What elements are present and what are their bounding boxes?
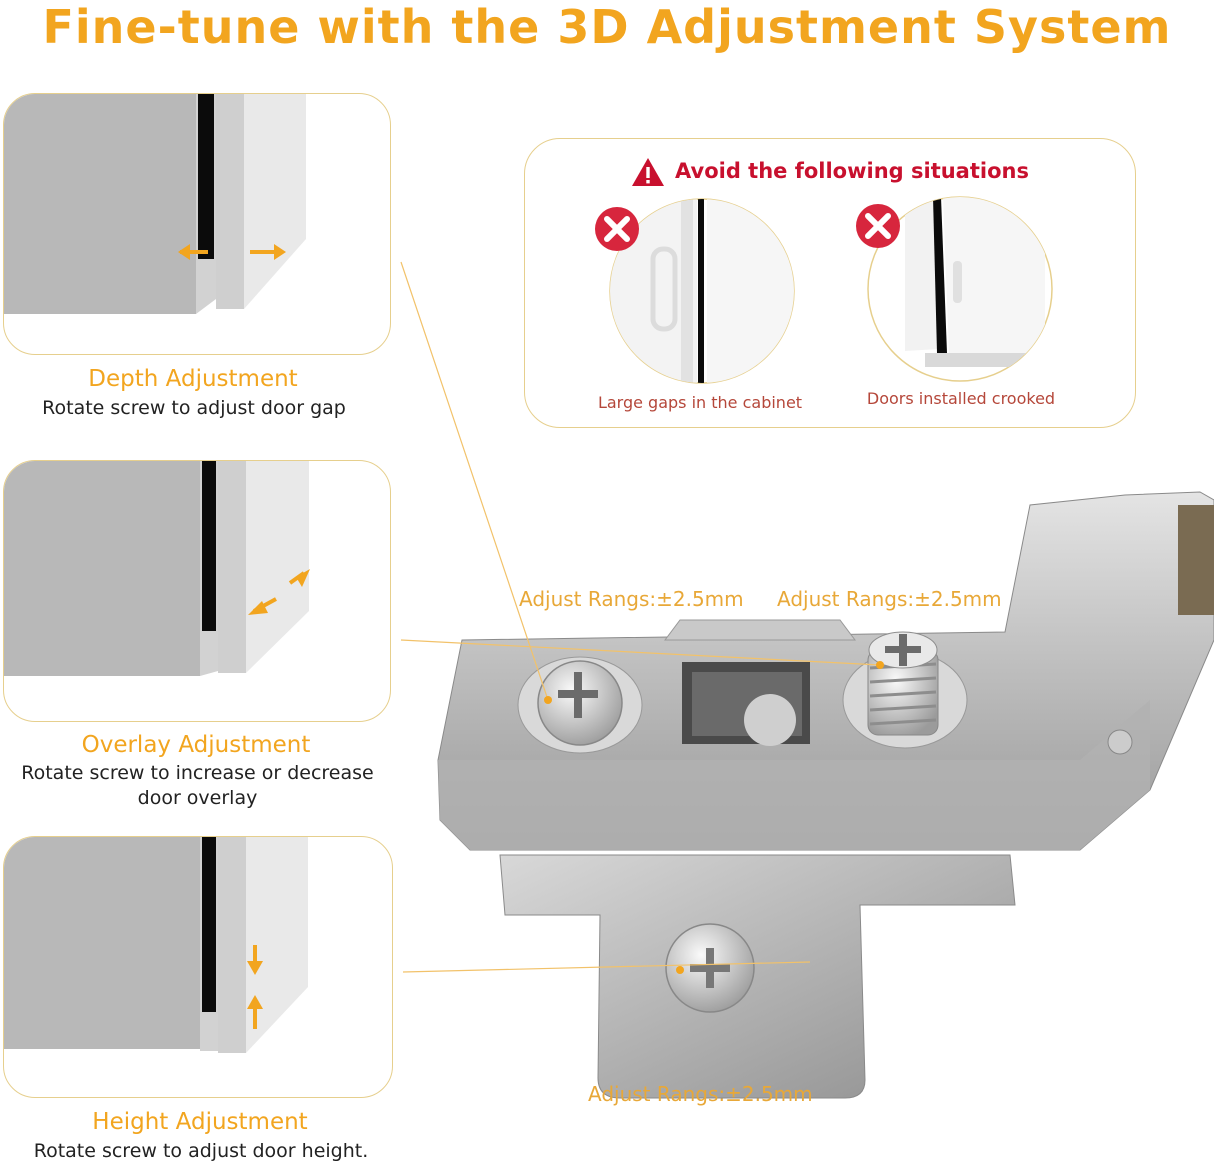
depth-door-illustration [4, 94, 306, 314]
depth-adjustment-title: Depth Adjustment [88, 366, 298, 392]
depth-adjustment-panel [3, 93, 391, 355]
avoid-illustrations [595, 196, 1053, 384]
depth-adjustment-desc: Rotate screw to adjust door gap [42, 397, 346, 419]
warning-icon [632, 158, 665, 186]
overlay-adjustment-panel [3, 460, 391, 722]
x-mark-icon [856, 204, 900, 248]
avoid-situations-title: Avoid the following situations [675, 159, 1029, 183]
avoid-situations-heading: Avoid the following situations [525, 157, 1135, 187]
avoid-item-label: Doors installed crooked [866, 389, 1056, 408]
height-adjustment-desc: Rotate screw to adjust door height. [33, 1140, 369, 1162]
large-gap-illustration [610, 199, 794, 383]
height-door-illustration [4, 837, 308, 1053]
page-title: Fine-tune with the 3D Adjustment System [42, 0, 1172, 54]
overlay-door-illustration [4, 461, 310, 676]
overlay-range-label: Adjust Rangs:±2.5mm [777, 587, 1002, 611]
avoid-item-label: Large gaps in the cabinet [597, 393, 803, 412]
height-adjustment-title: Height Adjustment [92, 1109, 308, 1135]
height-adjustment-panel [3, 836, 393, 1098]
height-range-label: Adjust Rangs:±2.5mm [588, 1082, 813, 1106]
avoid-situations-panel: Avoid the following situations [524, 138, 1136, 428]
overlay-adjustment-title: Overlay Adjustment [81, 732, 311, 758]
depth-range-label: Adjust Rangs:±2.5mm [519, 587, 744, 611]
x-mark-icon [595, 207, 639, 251]
overlay-adjustment-desc: Rotate screw to increase or decrease doo… [21, 762, 374, 809]
